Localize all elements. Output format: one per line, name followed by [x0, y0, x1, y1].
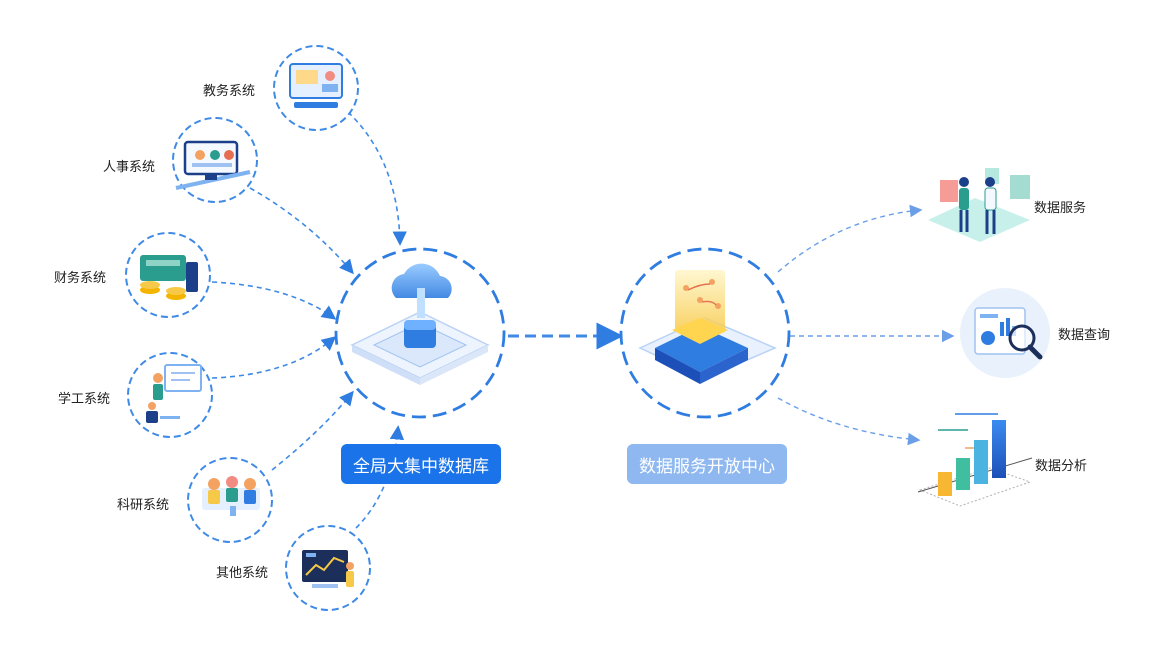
- output-label-query: 数据查询: [1058, 328, 1111, 343]
- hub-title-badge: 全局大集中数据库: [341, 444, 501, 484]
- source-node-caiwu: [125, 232, 211, 318]
- research-lab-icon: [202, 476, 260, 516]
- hub-node: [334, 247, 506, 419]
- source-connectors: [211, 111, 407, 529]
- data-service-people-icon: [928, 168, 1030, 242]
- connector-jiaowu: [347, 111, 407, 246]
- connector-caiwu: [211, 281, 337, 320]
- source-label-caiwu: 财务系统: [54, 271, 107, 286]
- source-node-qita: [285, 525, 371, 611]
- source-node-keyan: [187, 457, 273, 543]
- source-node-jiaowu: [273, 45, 359, 131]
- personnel-monitor-icon: [175, 140, 251, 190]
- source-label-keyan: 科研系统: [117, 498, 170, 513]
- data-service-cube-icon: [638, 270, 777, 384]
- source-label-renshi: 人事系统: [103, 160, 156, 175]
- source-label-xuegong: 学工系统: [58, 392, 111, 407]
- data-analysis-bars-icon: [917, 413, 1033, 507]
- connector-to-analysis: [777, 397, 921, 446]
- output-label-service: 数据服务: [1034, 201, 1087, 216]
- source-label-qita: 其他系统: [216, 566, 269, 581]
- center-title-badge: 数据服务开放中心: [627, 444, 787, 484]
- connector-xuegong: [211, 336, 337, 379]
- output-node-query: [960, 288, 1050, 378]
- connector-qita: [355, 425, 405, 529]
- source-label-jiaowu: 教务系统: [203, 84, 256, 99]
- connector-to-service: [777, 204, 923, 273]
- output-connectors: [777, 204, 955, 446]
- connector-keyan: [271, 390, 354, 471]
- source-node-xuegong: [127, 352, 213, 438]
- center-node: [619, 247, 791, 419]
- output-node-service: [928, 168, 1030, 242]
- connector-renshi: [249, 187, 354, 275]
- finance-coins-icon: [140, 255, 198, 300]
- dashboard-presenter-icon: [302, 550, 354, 588]
- output-label-analysis: 数据分析: [1035, 459, 1088, 474]
- source-node-renshi: [172, 117, 258, 203]
- cloud-database-icon: [350, 263, 490, 385]
- data-query-magnifier-icon: [974, 307, 1043, 360]
- output-node-analysis: [917, 413, 1033, 507]
- student-affairs-board-icon: [146, 364, 202, 423]
- classroom-screen-icon: [289, 63, 343, 108]
